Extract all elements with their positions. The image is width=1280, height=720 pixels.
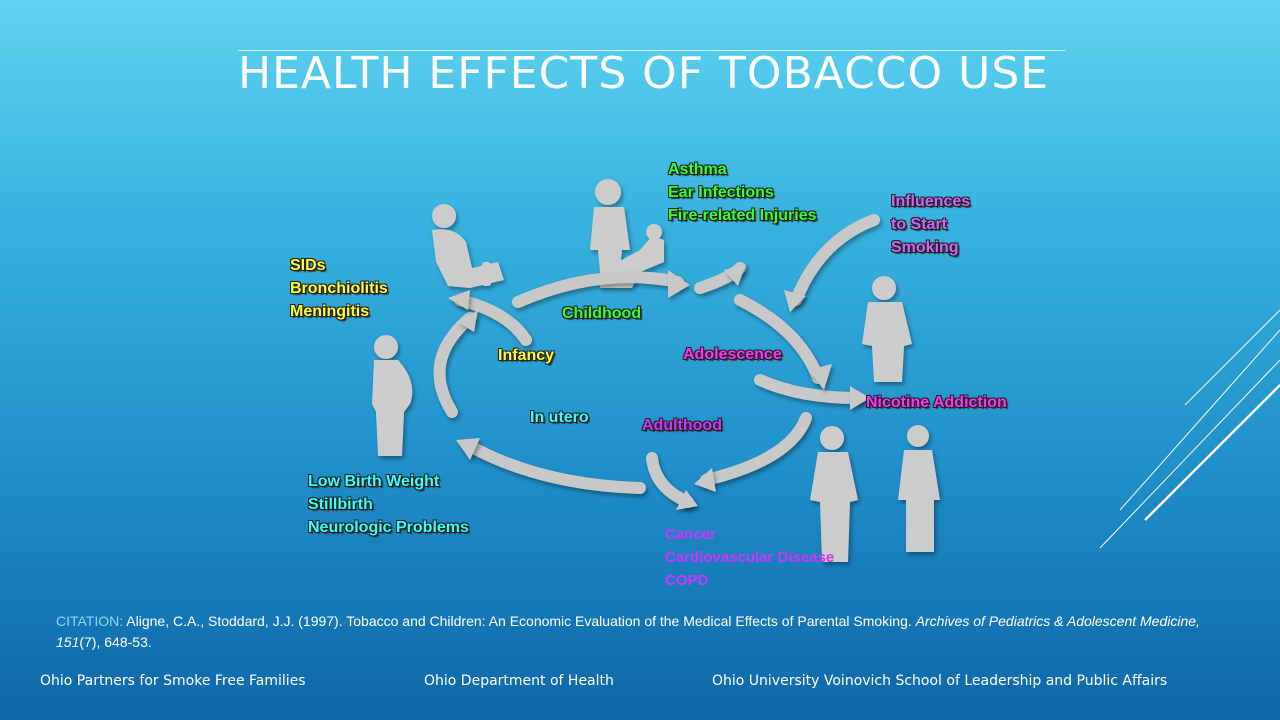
effect-meningitis: Meningitis	[290, 303, 370, 320]
effect-fire-injuries: Fire-related Injuries	[668, 207, 817, 224]
footer-partner-3: Ohio University Voinovich School of Lead…	[712, 673, 1168, 689]
citation-issue: (7)	[79, 634, 97, 650]
citation-journal: Archives of Pediatrics & Adolescent Medi…	[56, 613, 1200, 650]
stage-infancy: Infancy	[498, 347, 555, 364]
slide-title: HEALTH EFFECTS OF TOBACCO USE	[238, 48, 1050, 99]
adolescence-effects: Nicotine Addiction	[866, 391, 1007, 414]
effect-asthma: Asthma	[668, 161, 727, 178]
citation: CITATION: Aligne, C.A., Stoddard, J.J. (…	[56, 611, 1226, 653]
effect-low-birth-weight: Low Birth Weight	[308, 473, 440, 490]
effect-sids: SIDs	[290, 257, 326, 274]
effect-stillbirth: Stillbirth	[308, 496, 373, 513]
stage-childhood: Childhood	[562, 305, 642, 322]
effect-nicotine-addiction: Nicotine Addiction	[866, 394, 1007, 411]
effect-neurologic: Neurologic Problems	[308, 519, 469, 536]
figure-silhouettes	[372, 179, 940, 562]
influences-line-1: Influences	[891, 193, 971, 210]
cycle-arrows	[433, 214, 880, 508]
effect-cardiovascular: Cardiovascular Disease	[665, 549, 835, 566]
effect-bronchiolitis: Bronchiolitis	[290, 280, 388, 297]
adults-silhouette	[810, 425, 940, 562]
in-utero-effects: Low Birth Weight Stillbirth Neurologic P…	[308, 470, 469, 539]
stage-in-utero: In utero	[530, 409, 589, 426]
influences-label: Influences to Start Smoking	[891, 190, 970, 259]
effect-ear-infections: Ear Infections	[668, 184, 774, 201]
citation-heading: CITATION:	[56, 613, 124, 629]
effect-copd: COPD	[665, 572, 709, 589]
footer-partner-2: Ohio Department of Health	[424, 673, 614, 689]
stage-adolescence: Adolescence	[683, 346, 782, 363]
arrow-heads	[448, 264, 870, 510]
toddler-silhouette	[432, 204, 504, 288]
childhood-effects: Asthma Ear Infections Fire-related Injur…	[668, 158, 817, 227]
infancy-effects: SIDs Bronchiolitis Meningitis	[290, 254, 388, 323]
influences-line-2: to Start	[891, 216, 947, 233]
influences-line-3: Smoking	[891, 239, 959, 256]
citation-authors: Aligne, C.A., Stoddard, J.J. (1997). Tob…	[126, 613, 912, 629]
decorative-lines	[1099, 309, 1280, 549]
footer-partner-1: Ohio Partners for Smoke Free Families	[40, 673, 306, 689]
pregnant-woman-silhouette	[372, 335, 413, 456]
stage-adulthood: Adulthood	[642, 417, 722, 434]
citation-pages: , 648-53.	[96, 634, 152, 650]
effect-cancer: Cancer	[665, 526, 716, 543]
teen-silhouette	[862, 276, 912, 382]
adulthood-effects: Cancer Cardiovascular Disease COPD	[665, 523, 834, 592]
title-rule	[238, 50, 1065, 51]
